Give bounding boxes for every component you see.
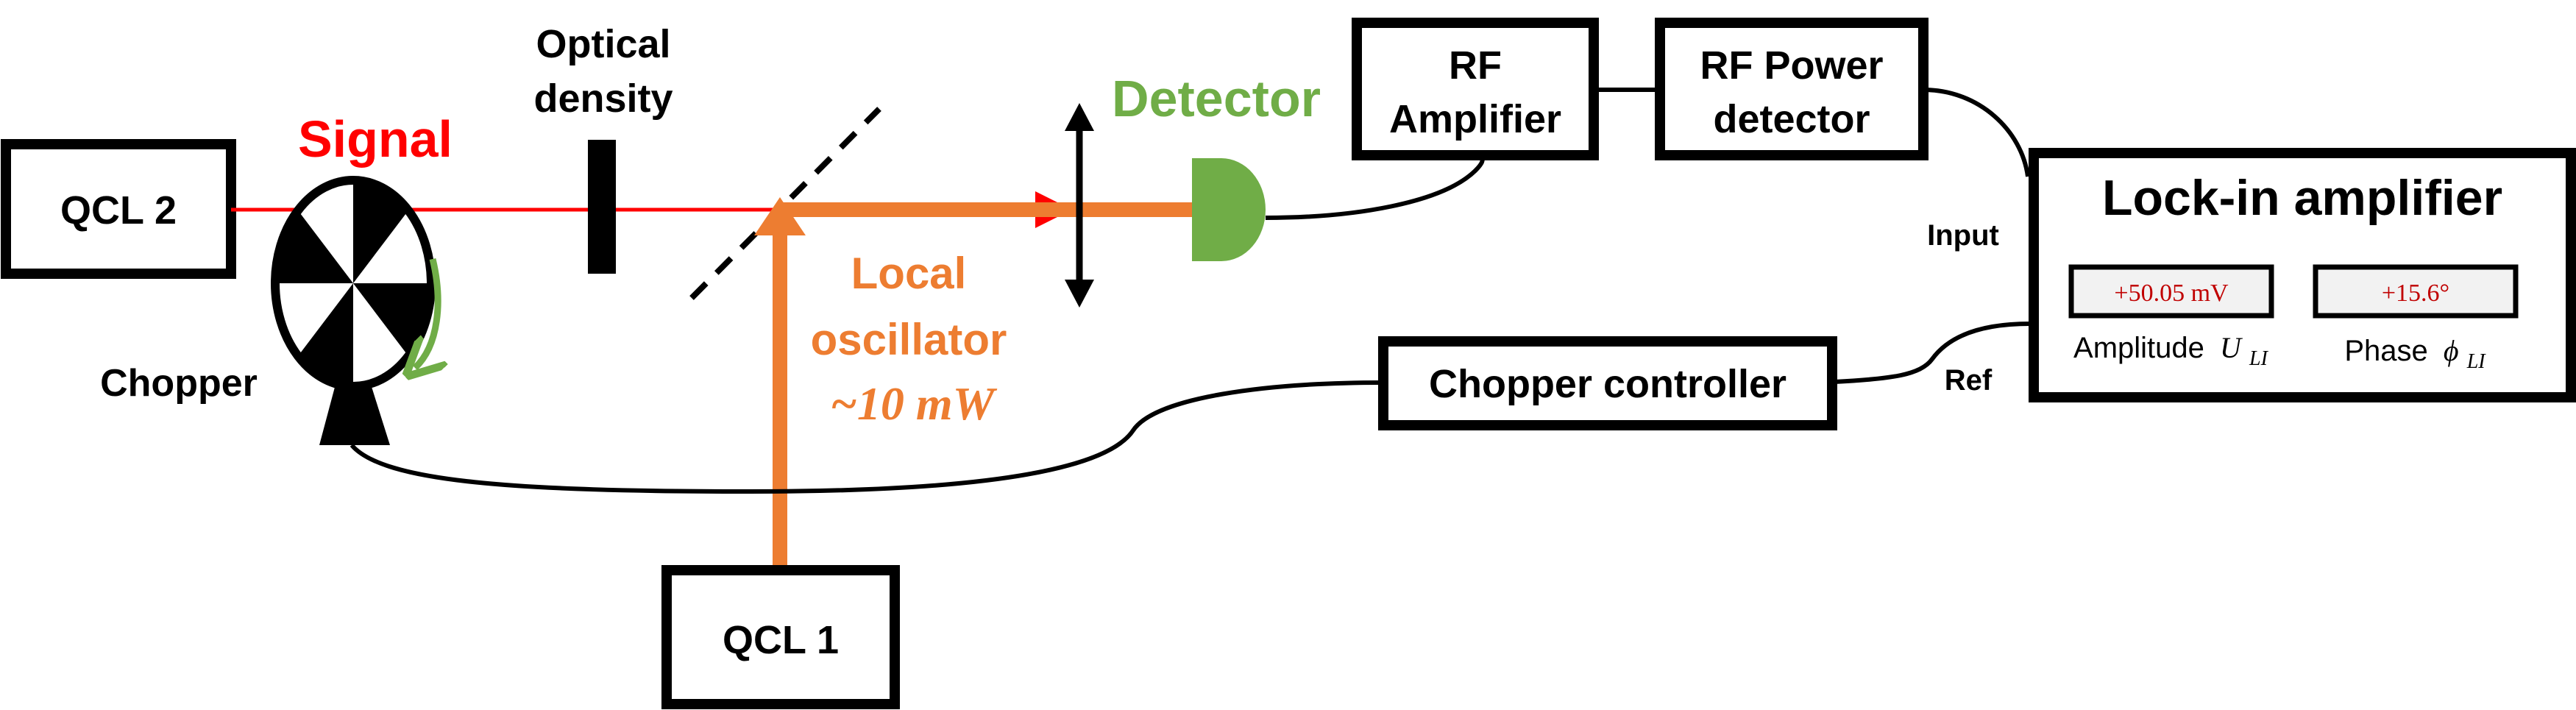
local-oscillator-power: ~10 mW [830,377,997,430]
chopper-rotation-arrow [415,258,438,368]
rf-power-detector-box: RF Power detector [1655,18,1929,160]
rf-power-label-line1: RF Power [1700,43,1883,88]
amplitude-symbol: U [2220,331,2243,364]
phase-caption: Phase ϕ LI [2344,334,2486,373]
qcl1-label: QCL 1 [723,618,839,662]
rf-amplifier-box: RF Amplifier [1352,18,1599,160]
lockin-amplifier: Lock-in amplifier +50.05 mV +15.6° Ampli… [2029,148,2576,402]
lens [1065,103,1094,308]
cable-lockin-ref-chopper-controller [1834,322,2031,384]
qcl1-box: QCL 1 [661,565,900,709]
cable-chopper-controller-chopper [350,380,1384,494]
chopper-controller-label: Chopper controller [1429,362,1786,406]
qcl2-box: QCL 2 [1,139,236,279]
rf-amplifier-label-line2: Amplifier [1389,97,1561,141]
lockin-title: Lock-in amplifier [2102,170,2502,226]
phase-value: +15.6° [2382,280,2449,307]
amplitude-value: +50.05 mV [2114,280,2229,307]
detector-icon [1192,158,1266,261]
rf-power-label-line2: detector [1713,97,1870,141]
chopper-wheel [271,176,436,391]
optical-density-label-line2: density [533,77,673,121]
rf-amplifier-label-line1: RF [1449,43,1502,88]
beam-splitter [689,107,881,300]
detector-label: Detector [1112,70,1321,127]
ref-label: Ref [1945,364,1993,397]
local-oscillator-label-line2: oscillator [811,315,1007,364]
phase-display [2313,264,2519,319]
detector: Detector [1112,70,1321,261]
amplitude-caption-text: Amplitude [2073,332,2204,364]
phase-caption-text: Phase [2344,335,2427,367]
cables [350,88,2031,494]
optical-density: Optical density [533,22,673,274]
chopper-label: Chopper [100,362,258,405]
local-oscillator-label-line1: Local [851,249,967,298]
optical-density-label-line1: Optical [536,22,670,66]
amplitude-display [2068,264,2274,319]
optical-density-filter [588,140,616,274]
input-label: Input [1927,219,1999,252]
cable-detector-rf-amplifier [1265,155,1485,220]
qcl2-label: QCL 2 [60,188,177,232]
amplitude-subscript: LI [2249,347,2269,370]
cable-rf-power-lockin-input [1923,88,2030,177]
phase-subscript: LI [2466,350,2487,373]
phase-symbol: ϕ [2444,334,2459,367]
chopper: Chopper [100,176,438,445]
chopper-controller-box: Chopper controller [1378,336,1837,430]
signal-label: Signal [298,110,453,168]
amplitude-caption: Amplitude U LI [2073,331,2269,370]
